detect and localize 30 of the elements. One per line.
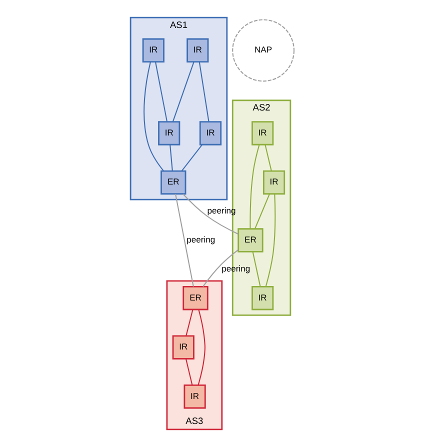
node-box: ER — [182, 286, 208, 310]
node-box: IR — [186, 38, 209, 63]
node-box: ER — [160, 170, 186, 195]
connector — [174, 194, 194, 287]
connector — [185, 358, 193, 386]
node-box: IR — [184, 384, 206, 409]
connector — [182, 194, 239, 235]
connector — [172, 62, 194, 122]
edge-label: peering — [186, 234, 216, 244]
connector — [186, 310, 194, 336]
node-box: IR — [252, 121, 274, 146]
connector — [250, 144, 260, 229]
connector — [264, 144, 272, 172]
connector — [144, 62, 164, 172]
connector — [155, 62, 168, 122]
node-box: IR — [262, 170, 286, 195]
connector — [254, 194, 270, 229]
connector — [170, 144, 173, 171]
node-box: IR — [142, 38, 164, 63]
node-box: ER — [238, 228, 264, 252]
node-box: IR — [158, 121, 180, 146]
connector — [181, 144, 202, 172]
connector — [252, 252, 261, 287]
node-box: IR — [199, 121, 222, 146]
connector — [265, 194, 276, 287]
connector — [198, 62, 210, 122]
node-box: IR — [172, 335, 194, 360]
node-box: IR — [252, 286, 274, 310]
connector — [198, 310, 206, 386]
node-circle: NAP — [232, 19, 295, 82]
